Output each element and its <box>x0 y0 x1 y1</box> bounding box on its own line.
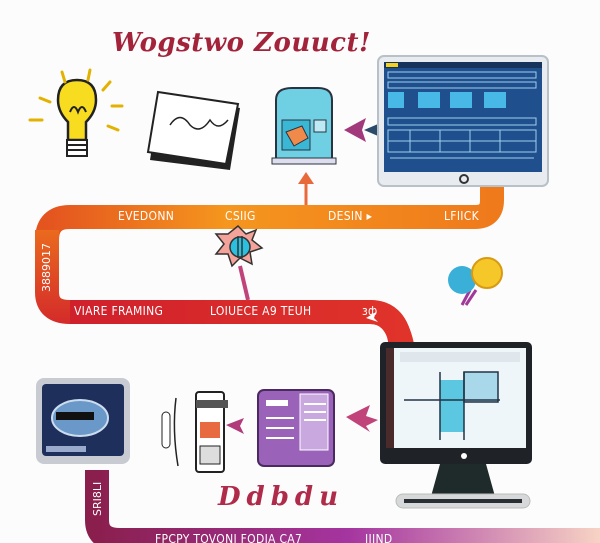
page-title: Wogstwo Zouuct! <box>112 28 371 58</box>
bottom-scribble-text: Ddbdu <box>218 482 344 512</box>
top-band-label: CSIIG <box>225 209 256 223</box>
top-band-label: EVEDONN <box>118 209 175 223</box>
top-band-label: DESIN ▸ <box>328 209 373 223</box>
middle-band-label: зф <box>362 304 378 318</box>
desktop-dashboard-icon <box>377 55 549 187</box>
left-arrow-icon-2 <box>346 405 378 432</box>
monitor-icon <box>36 378 130 464</box>
left-arrow-icon-3 <box>226 418 244 434</box>
balloons-icon <box>448 257 503 306</box>
top-band-label: LFIICK <box>444 209 480 223</box>
up-arrow-icon <box>298 172 314 205</box>
middle-band-label: LOIUECE A9 TEUH <box>210 304 312 318</box>
lightbulb-icon <box>28 68 124 157</box>
bottom-band-label: IIIND <box>365 532 393 543</box>
mobile-device-icon <box>161 391 228 473</box>
middle-band <box>70 300 414 348</box>
bottom-left-label: SRI8LI <box>91 481 104 516</box>
bottom-band-label: FPCPY TOVONI FODIA CA7 <box>155 532 303 543</box>
compass-icon <box>214 224 264 301</box>
document-icon <box>257 389 335 467</box>
bottom-band <box>85 470 600 543</box>
web-monitor-icon <box>380 342 532 509</box>
left-arrow-icon <box>344 118 378 142</box>
left-band-label: 3889017 <box>40 243 53 292</box>
middle-band-label: VIARE FRAMING <box>74 304 164 318</box>
wireframe-device-icon <box>271 87 337 165</box>
red-arrow-icon <box>366 312 378 322</box>
top-band <box>35 185 504 290</box>
sketch-paper-icon <box>146 90 240 170</box>
